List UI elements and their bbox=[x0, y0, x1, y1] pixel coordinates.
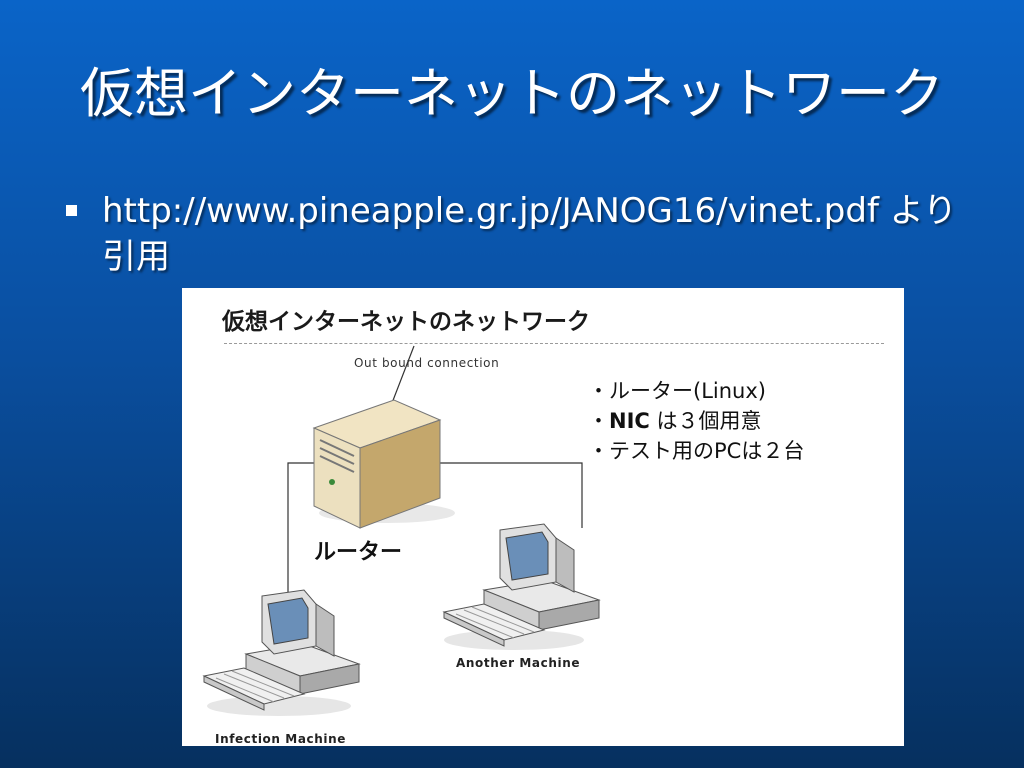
slide-title: 仮想インターネットのネットワーク bbox=[80, 62, 944, 125]
outbound-connection-label: Out bound connection bbox=[354, 356, 500, 370]
keyboard-icon bbox=[442, 603, 546, 647]
bullet-text: http://www.pineapple.gr.jp/JANOG16/vinet… bbox=[102, 191, 958, 277]
note-nic-prefix: ・ bbox=[588, 409, 609, 433]
network-diagram-figure: 仮想インターネットのネットワーク Out bound connection ・ル… bbox=[182, 288, 904, 746]
link-router-infection bbox=[287, 462, 314, 598]
outbound-line bbox=[391, 345, 415, 404]
router-label: ルーター bbox=[314, 540, 403, 565]
spec-notes: ・ルーター(Linux) ・NIC は３個用意 ・テスト用のPCは２台 bbox=[588, 376, 804, 466]
server-tower-icon bbox=[312, 399, 455, 529]
desktop-computer-icon bbox=[442, 523, 601, 650]
note-pc: ・テスト用のPCは２台 bbox=[588, 439, 805, 463]
network-diagram-graphics bbox=[202, 345, 601, 716]
note-nic: ・NIC は３個用意 bbox=[588, 406, 804, 436]
note-nic-bold: NIC bbox=[609, 409, 650, 433]
figure-divider bbox=[224, 343, 884, 344]
another-machine-label: Another Machine bbox=[456, 656, 581, 670]
bullet-marker bbox=[66, 205, 77, 216]
keyboard-icon bbox=[202, 667, 306, 711]
note-router: ・ルーター(Linux) bbox=[588, 379, 766, 403]
link-router-another bbox=[440, 462, 583, 528]
infection-machine-label: Infection Machine bbox=[215, 732, 346, 746]
desktop-computer-icon bbox=[202, 589, 361, 716]
note-nic-rest: は３個用意 bbox=[649, 409, 762, 433]
figure-title: 仮想インターネットのネットワーク bbox=[222, 309, 590, 335]
